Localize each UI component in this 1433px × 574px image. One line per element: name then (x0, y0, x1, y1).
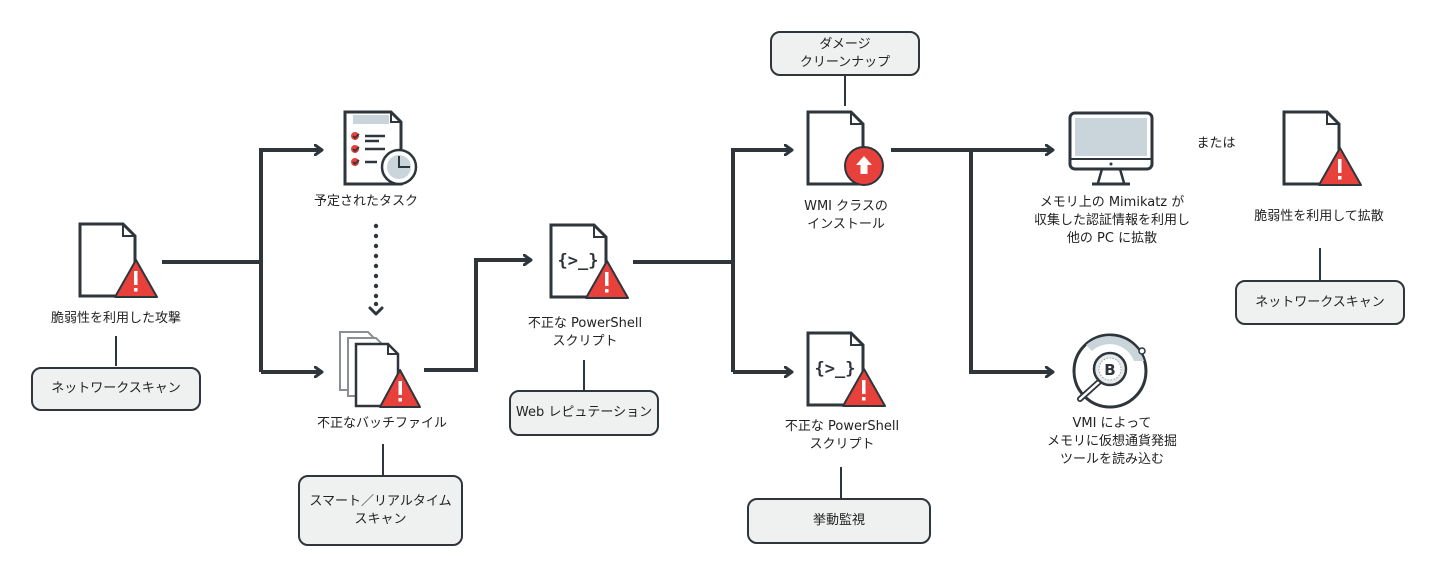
svg-text:B: B (1104, 361, 1115, 379)
node-label-spread-exploit: 脆弱性を利用して拡散 (1254, 209, 1384, 224)
label-line: メモリ上の Mimikatz が (1039, 195, 1185, 210)
node-label-scheduled-task: 予定されたタスク (313, 194, 419, 209)
document-upload-icon (806, 110, 884, 186)
connector-branch-scheduled-task (259, 150, 322, 372)
node-label-exploit: 脆弱性を利用した攻撃 (50, 311, 182, 326)
label-line: 不正な PowerShell (527, 316, 643, 331)
monitor-icon (1068, 111, 1154, 186)
damage-cleanup-line2: クリーンナップ (799, 54, 891, 70)
connector-branch-wmi (731, 150, 792, 372)
or-text: または (1196, 136, 1236, 151)
svg-text:{>_}: {>_} (558, 251, 599, 271)
label-line: VMI によって (1072, 416, 1152, 431)
node-label-miner: VMI によって メモリに仮想通貨発掘 ツールを読み込む (1047, 415, 1177, 469)
document-warning-icon (1282, 110, 1362, 186)
label-line: スクリプト (809, 437, 875, 452)
label-line: メモリに仮想通貨発掘 (1046, 434, 1178, 449)
connector-wmi-miner (969, 150, 1053, 372)
document-warning-icon (78, 222, 158, 298)
node-label-powershell-2: 不正な PowerShell スクリプト (785, 418, 899, 454)
smart-scan-line1: スマート／リアルタイム (309, 493, 452, 509)
label-line: スクリプト (552, 334, 618, 349)
checklist-clock-icon (343, 110, 418, 186)
node-label-wmi: WMI クラスの インストール (804, 198, 888, 234)
documents-warning-icon (339, 331, 421, 408)
behavior-monitoring-box: 挙動監視 (747, 498, 931, 544)
network-scan-box-1: ネットワークスキャン (31, 367, 201, 411)
label-line: WMI クラスの (804, 199, 888, 214)
node-label-powershell-1: 不正な PowerShell スクリプト (528, 315, 642, 351)
smart-scan-line2: スキャン (354, 511, 407, 527)
bitcoin-magnifier-icon: B (1072, 333, 1148, 409)
label-line: 収集した認証情報を利用し (1033, 213, 1191, 228)
node-label-batch-file: 不正なバッチファイル (316, 416, 448, 431)
dotted-connector-scheduled-batch (373, 223, 379, 307)
node-label-mimikatz: メモリ上の Mimikatz が 収集した認証情報を利用し 他の PC に拡散 (1034, 194, 1190, 248)
web-reputation-box: Web レピュテーション (509, 390, 659, 436)
dotted-arrowhead (368, 306, 384, 316)
script-warning-icon: {>_} (806, 331, 886, 407)
damage-cleanup-box: ダメージ クリーンナップ (770, 31, 920, 76)
svg-text:{>_}: {>_} (815, 359, 856, 379)
label-line: インストール (807, 217, 885, 232)
damage-cleanup-line1: ダメージ (819, 36, 871, 52)
script-warning-icon: {>_} (549, 223, 629, 299)
connector-batch-powershell (424, 260, 531, 372)
smart-scan-box: スマート／リアルタイム スキャン (298, 475, 463, 546)
label-line: ツールを読み込む (1059, 452, 1165, 467)
label-line: 他の PC に拡散 (1066, 231, 1158, 246)
network-scan-box-2: ネットワークスキャン (1235, 280, 1405, 325)
label-line: 不正な PowerShell (784, 419, 900, 434)
